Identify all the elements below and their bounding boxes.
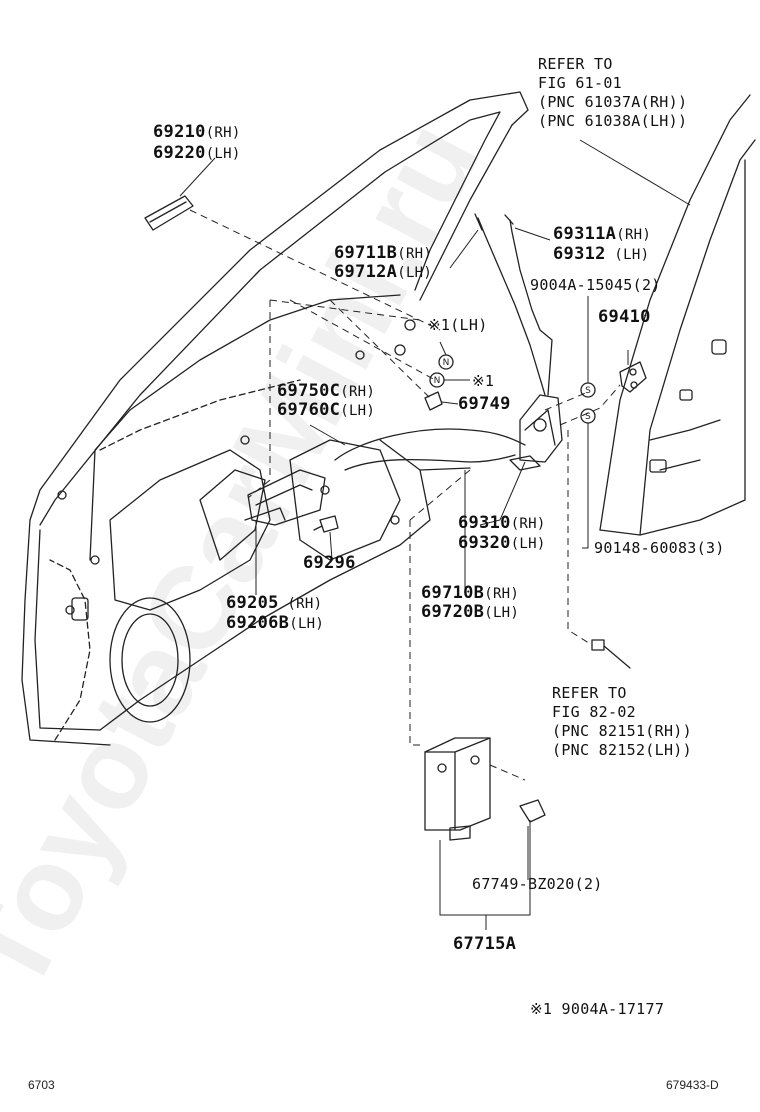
part-label-90148-60083: 90148-60083(3) [594, 539, 725, 557]
ref-fig82-line2: FIG 82-02 [552, 703, 636, 721]
ref-fig61-line4: (PNC 61038A(LH)) [538, 112, 688, 130]
part-label-69749: 69749 [458, 394, 511, 414]
lock-rods [474, 213, 553, 396]
svg-text:N: N [434, 376, 441, 386]
part-label-67715a: 67715A [453, 934, 517, 954]
part-label-69711b: 69711B(RH) [334, 243, 433, 263]
part-label-69750c: 69750C(RH) [277, 381, 376, 401]
note-mark: ※1 [472, 372, 495, 390]
part-label-69710b: 69710B(RH) [421, 583, 520, 603]
control-unit-box [424, 737, 491, 841]
illustration-code: 679433-D [666, 1078, 719, 1092]
part-label-69712a: 69712A(LH) [334, 262, 433, 282]
part-label-69311a: 69311A(RH) [553, 224, 652, 244]
harness-connector [591, 639, 631, 669]
svg-text:N: N [443, 358, 450, 368]
part-label-69760c: 69760C(LH) [277, 400, 376, 420]
part-label-69312: 69312 (LH) [553, 244, 650, 264]
ref-fig61-line1: REFER TO [538, 55, 613, 73]
leader-lines [179, 139, 691, 930]
outside-handle-frame [244, 469, 326, 526]
ref-fig82-line1: REFER TO [552, 684, 627, 702]
ref-fig82-line3: (PNC 82151(RH)) [552, 722, 692, 740]
cable-clip [424, 391, 443, 411]
control-cables [334, 428, 526, 471]
ref-fig82-line4: (PNC 82152(LH)) [552, 741, 692, 759]
part-label-69205: 69205 (RH) [226, 593, 323, 613]
door-frame [21, 91, 529, 746]
inside-handle-bezel [144, 195, 194, 231]
part-label-69720b: 69720B(LH) [421, 602, 520, 622]
svg-text:S: S [585, 412, 591, 422]
part-label-9004a-15045: 9004A-15045(2) [530, 276, 661, 294]
body-pillar [599, 94, 756, 536]
door-lock-body [509, 394, 563, 471]
part-label-69206b: 69206B(LH) [226, 613, 325, 633]
ref-fig61-line3: (PNC 61037A(RH)) [538, 93, 688, 111]
striker [619, 361, 647, 393]
unit-clip [519, 799, 546, 823]
speaker-opening [109, 597, 191, 723]
handle-bolt [313, 515, 339, 533]
part-label-69296: 69296 [303, 553, 356, 573]
footnote-9004a-17177: ※1 9004A-17177 [530, 1000, 665, 1018]
part-label-69220: 69220(LH) [153, 143, 241, 163]
hardware-markers: S S N N [434, 358, 592, 422]
part-label-67749-bz020: 67749-BZ020(2) [472, 875, 603, 893]
dashed-assembly-lines [189, 209, 621, 781]
note-mark-lh: ※1(LH) [428, 316, 488, 334]
part-label-69210: 69210(RH) [153, 122, 241, 142]
part-label-69410: 69410 [598, 307, 651, 327]
ref-fig61-line2: FIG 61-01 [538, 74, 622, 92]
part-label-69310: 69310(RH) [458, 513, 546, 533]
part-label-69320: 69320(LH) [458, 533, 546, 553]
svg-text:S: S [585, 386, 591, 396]
page-code: 6703 [28, 1078, 55, 1092]
